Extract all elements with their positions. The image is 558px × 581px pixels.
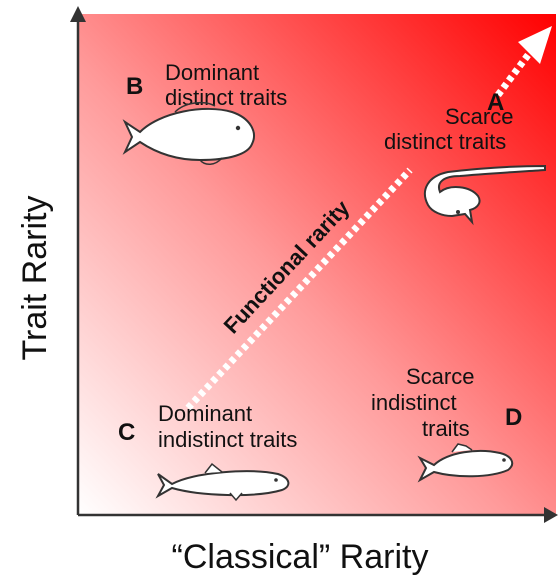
quadrant-b: B Dominant distinct traits xyxy=(122,60,287,165)
quadrant-d-letter: D xyxy=(505,404,522,431)
perch-fish-icon xyxy=(417,443,514,483)
y-axis xyxy=(70,6,86,515)
quadrant-d: D Scarce indistinct traits xyxy=(371,364,522,483)
angelfish-icon xyxy=(423,164,546,226)
functional-rarity-arrow xyxy=(185,26,552,411)
quadrant-c-line-2: indistinct traits xyxy=(158,427,297,452)
x-axis-label: “Classical” Rarity xyxy=(172,538,429,576)
quadrant-b-line-1: Dominant xyxy=(165,60,259,85)
x-axis xyxy=(78,507,558,523)
quadrant-c-letter: C xyxy=(118,419,135,446)
quadrant-c-line-1: Dominant xyxy=(158,401,252,426)
quadrant-d-line-2: indistinct xyxy=(371,390,457,415)
quadrant-d-line-3: traits xyxy=(422,416,470,441)
quadrant-a-line-2: distinct traits xyxy=(384,129,506,154)
y-axis-label: Trait Rarity xyxy=(16,196,54,361)
quadrant-b-letter: B xyxy=(126,73,143,100)
quadrant-c: C Dominant indistinct traits xyxy=(118,401,297,502)
quadrant-a-letter: A xyxy=(487,89,504,116)
elongated-fish-icon xyxy=(155,462,290,502)
quadrant-a: A Scarce distinct traits xyxy=(384,89,546,226)
bulbous-fish-icon xyxy=(122,101,255,165)
gradient-background xyxy=(78,14,556,514)
quadrant-d-line-1: Scarce xyxy=(406,364,474,389)
quadrant-a-line-1: Scarce xyxy=(445,104,513,129)
arrow-head-icon xyxy=(518,26,552,64)
